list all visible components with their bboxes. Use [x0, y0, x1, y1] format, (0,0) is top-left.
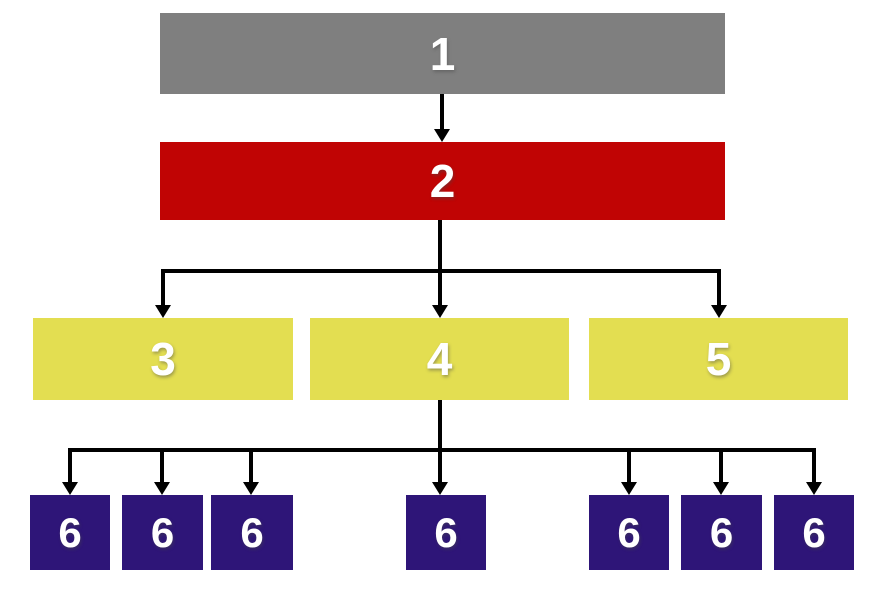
edge-4-6g-arrowhead-icon	[806, 482, 822, 495]
edge-2-stem-line	[438, 220, 442, 273]
edge-4-6d-arrowhead-icon	[432, 482, 448, 495]
node-4-label: 4	[426, 333, 453, 385]
node-6-7: 6	[774, 495, 854, 570]
node-1: 1	[160, 13, 725, 94]
node-6-3: 6	[211, 495, 293, 570]
edge-2-5-arrowhead-icon	[711, 305, 727, 318]
edge-4-6f-line	[719, 448, 723, 482]
edge-4-6b-line	[160, 448, 164, 482]
node-6-3-label: 6	[240, 508, 264, 556]
node-2: 2	[160, 142, 725, 220]
node-6-5-label: 6	[617, 508, 641, 556]
node-6-7-label: 6	[802, 508, 826, 556]
node-1-label: 1	[429, 27, 456, 80]
node-6-6-label: 6	[709, 508, 734, 556]
node-5-label: 5	[705, 333, 732, 385]
node-6-4: 6	[406, 495, 486, 570]
edge-1-2-line	[440, 94, 444, 130]
edge-2-4-line	[438, 269, 442, 306]
node-6-6: 6	[681, 495, 762, 570]
edge-4-6f-arrowhead-icon	[713, 482, 729, 495]
edge-4-stem-line	[438, 400, 442, 452]
edge-4-6g-line	[812, 448, 816, 482]
edge-4-6c-line	[249, 448, 253, 482]
edge-4-6a-arrowhead-icon	[62, 482, 78, 495]
node-6-2: 6	[122, 495, 203, 570]
node-6-1: 6	[30, 495, 110, 570]
node-3: 3	[33, 318, 293, 400]
edge-2-3-arrowhead-icon	[155, 305, 171, 318]
node-6-2-label: 6	[150, 508, 175, 556]
edge-4-6a-line	[68, 448, 72, 482]
edge-4-6e-line	[627, 448, 631, 482]
edge-4-branch-line	[68, 448, 816, 452]
node-6-1-label: 6	[58, 508, 82, 556]
node-6-4-label: 6	[434, 508, 458, 556]
edge-2-5-line	[717, 269, 721, 306]
edge-1-2-arrowhead-icon	[434, 129, 450, 142]
node-3-label: 3	[150, 333, 176, 385]
edge-4-6e-arrowhead-icon	[621, 482, 637, 495]
node-6-5: 6	[589, 495, 669, 570]
edge-4-6b-arrowhead-icon	[154, 482, 170, 495]
edge-4-6d-line	[438, 448, 442, 482]
node-2-label: 2	[429, 155, 456, 207]
node-5: 5	[589, 318, 848, 400]
edge-2-4-arrowhead-icon	[432, 305, 448, 318]
node-4: 4	[310, 318, 569, 400]
edge-4-6c-arrowhead-icon	[243, 482, 259, 495]
edge-2-3-line	[161, 269, 165, 306]
